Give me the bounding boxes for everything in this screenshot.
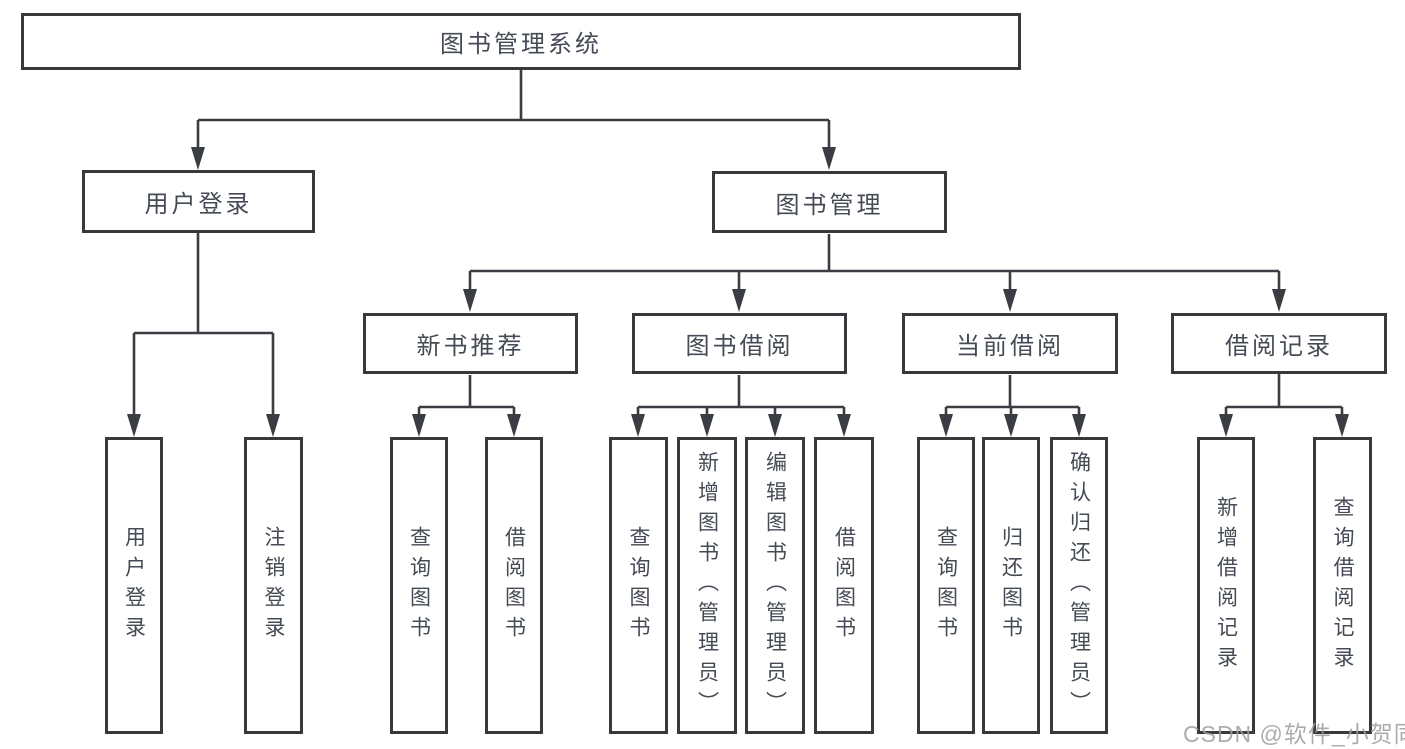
arrowhead-icon: [768, 414, 782, 437]
arrowhead-icon: [1003, 289, 1017, 312]
arrowhead-icon: [822, 147, 836, 170]
connector-user-login-branch: [127, 233, 280, 437]
node-current-borrow-label: 当前借阅: [956, 333, 1064, 360]
arrowhead-icon: [1004, 414, 1018, 437]
leaf-borrow-books-recommend-label: 借阅图书: [502, 525, 526, 646]
leaf-logout: 注销登录: [244, 437, 303, 734]
connector-new-book-branch: [412, 375, 521, 437]
arrowhead-icon: [507, 414, 521, 437]
leaf-query-borrow-record-label: 查询借阅记录: [1331, 495, 1354, 676]
leaf-borrow-books-recommend: 借阅图书: [485, 437, 543, 734]
leaf-edit-books-admin-label: 编辑图书（管理员）: [763, 450, 787, 721]
leaf-query-books-current: 查询图书: [917, 437, 975, 734]
arrowhead-icon: [412, 414, 426, 437]
node-root: 图书管理系统: [21, 13, 1021, 70]
leaf-query-books-borrow: 查询图书: [609, 437, 668, 734]
arrowhead-icon: [1219, 414, 1233, 437]
leaf-add-books-admin-label: 新增图书（管理员）: [695, 450, 719, 721]
leaf-query-books-recommend: 查询图书: [390, 437, 448, 734]
arrowhead-icon: [127, 414, 141, 437]
leaf-user-login: 用户登录: [105, 437, 163, 734]
leaf-confirm-return-admin: 确认归还（管理员）: [1050, 437, 1108, 734]
leaf-confirm-return-admin-label: 确认归还（管理员）: [1067, 450, 1091, 721]
leaf-borrow-books-label: 借阅图书: [832, 525, 856, 646]
leaf-add-borrow-record-label: 新增借阅记录: [1214, 495, 1238, 676]
node-user-login-label: 用户登录: [144, 191, 253, 218]
arrowhead-icon: [631, 414, 645, 437]
node-new-book-recommend-label: 新书推荐: [416, 333, 525, 360]
leaf-return-books: 归还图书: [982, 437, 1040, 734]
node-book-borrow: 图书借阅: [632, 313, 847, 374]
node-borrow-records-label: 借阅记录: [1225, 333, 1333, 360]
node-book-borrow-label: 图书借阅: [685, 333, 794, 360]
leaf-user-login-label: 用户登录: [122, 525, 146, 646]
node-current-borrow: 当前借阅: [902, 313, 1118, 374]
node-book-management: 图书管理: [712, 171, 947, 233]
arrowhead-icon: [463, 289, 477, 312]
connector-borrow-records-branch: [1219, 374, 1349, 437]
leaf-edit-books-admin: 编辑图书（管理员）: [745, 437, 805, 734]
arrowhead-icon: [1272, 289, 1286, 312]
leaf-query-books-current-label: 查询图书: [934, 525, 958, 646]
connector-book-borrow-branch: [631, 375, 851, 437]
arrowhead-icon: [1072, 414, 1086, 437]
node-root-label: 图书管理系统: [440, 31, 602, 58]
leaf-borrow-books: 借阅图书: [814, 437, 874, 734]
arrowhead-icon: [732, 289, 746, 312]
leaf-query-books-borrow-label: 查询图书: [627, 525, 650, 646]
arrowhead-icon: [266, 414, 280, 437]
leaf-logout-label: 注销登录: [262, 525, 285, 646]
node-borrow-records: 借阅记录: [1171, 313, 1387, 374]
arrowhead-icon: [939, 414, 953, 437]
leaf-query-books-recommend-label: 查询图书: [407, 525, 431, 646]
leaf-add-borrow-record: 新增借阅记录: [1197, 437, 1255, 734]
leaf-query-borrow-record: 查询借阅记录: [1313, 437, 1372, 734]
arrowhead-icon: [1335, 414, 1349, 437]
connector-root-branch: [191, 70, 836, 170]
arrowhead-icon: [837, 414, 851, 437]
node-book-management-label: 图书管理: [775, 191, 884, 219]
connector-current-borrow-branch: [939, 375, 1086, 437]
arrowhead-icon: [700, 414, 714, 437]
node-user-login: 用户登录: [82, 170, 315, 233]
csdn-watermark: CSDN @软件_小贺同学: [1183, 721, 1405, 747]
node-new-book-recommend: 新书推荐: [363, 313, 578, 374]
leaf-add-books-admin: 新增图书（管理员）: [677, 437, 737, 734]
arrowhead-icon: [191, 147, 205, 170]
leaf-return-books-label: 归还图书: [999, 525, 1023, 646]
connector-book-management-branch: [463, 234, 1286, 312]
